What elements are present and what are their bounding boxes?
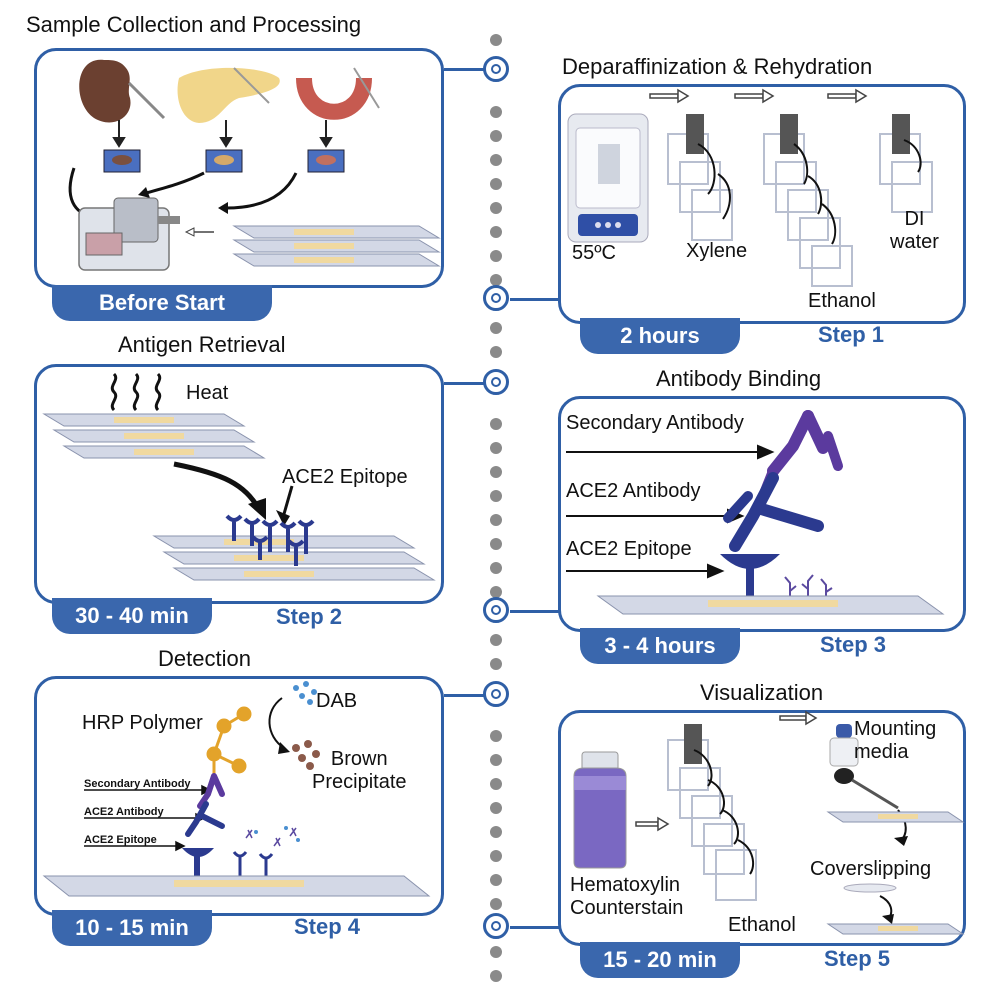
panel-title-step4: Detection: [158, 646, 251, 671]
kidney-icon: [79, 59, 166, 123]
timeline-dot: [490, 850, 502, 862]
dab-icon: [293, 681, 317, 705]
detection-illustration: [42, 681, 431, 897]
timeline-dot: [490, 586, 502, 598]
oven-icon: [567, 113, 649, 243]
timeline-dot: [490, 418, 502, 430]
deparaffinization-illustration: [567, 88, 933, 287]
timeline-dot: [490, 466, 502, 478]
time-badge-step2: 30 - 40 min: [52, 598, 212, 634]
timeline-dot: [490, 274, 502, 286]
secondary-antibody-label-step4: Secondary Antibody: [84, 778, 191, 790]
timeline-dot: [490, 634, 502, 646]
connector-before-start: [444, 68, 496, 71]
pancreas-icon: [177, 67, 280, 123]
antibody-binding-illustration: [566, 410, 945, 615]
timeline-dot: [490, 898, 502, 910]
connector-step1: [510, 298, 560, 301]
dab-label: DAB: [316, 690, 358, 712]
xylene-label: Xylene: [686, 240, 748, 262]
hrp-polymer-label: HRP Polymer: [82, 712, 203, 734]
intestine-icon: [296, 67, 380, 120]
time-badge-step5: 15 - 20 min: [580, 942, 740, 978]
timeline-dot: [490, 154, 502, 166]
timeline-dot: [490, 34, 502, 46]
sample-collection-illustration: [68, 59, 441, 271]
microtome-icon: [78, 197, 180, 271]
brown-precipitate-icon: [292, 740, 320, 770]
panel-title-step3: Antibody Binding: [656, 366, 822, 391]
time-badge-before-start: Before Start: [52, 285, 272, 321]
timeline-dot: [490, 514, 502, 526]
timeline-dot: [490, 778, 502, 790]
connector-step5: [510, 926, 560, 929]
timeline-dot: [490, 130, 502, 142]
panel-title-step2: Antigen Retrieval: [118, 332, 286, 357]
step-label-2: Step 2: [276, 604, 343, 629]
timeline-dot: [490, 562, 502, 574]
timeline-node-2: [483, 285, 509, 311]
timeline-dot: [490, 730, 502, 742]
timeline-dot: [490, 802, 502, 814]
ace2-antibody-label-step4: ACE2 Antibody: [84, 806, 164, 818]
epitope-cluster-icon: [225, 514, 315, 566]
step-label-3: Step 3: [820, 632, 887, 657]
timeline-dot: [490, 346, 502, 358]
timeline-node-5: [483, 681, 509, 707]
timeline-dot: [490, 442, 502, 454]
hematoxylin-counterstain-label: Hematoxylin Counterstain: [570, 874, 684, 919]
timeline-dot: [490, 658, 502, 670]
timeline-dot: [490, 970, 502, 982]
timeline-dot: [490, 946, 502, 958]
timeline-node-3: [483, 369, 509, 395]
dropper-icon: [829, 724, 899, 810]
timeline-node-6: [483, 913, 509, 939]
timeline-node-1: [483, 56, 509, 82]
timeline-dot: [490, 874, 502, 886]
oven-temp-label: 55ºC: [572, 242, 616, 264]
antigen-retrieval-illustration: [42, 372, 436, 581]
timeline-dot: [490, 754, 502, 766]
panel-title-before-start: Sample Collection and Processing: [26, 12, 362, 37]
timeline-dot: [490, 106, 502, 118]
ace2-epitope-label-step3: ACE2 Epitope: [566, 538, 692, 560]
ethanol-label-step5: Ethanol: [728, 914, 796, 936]
ace2-antibody-label-step3: ACE2 Antibody: [566, 480, 701, 502]
timeline-dot: [490, 250, 502, 262]
timeline-dot: [490, 178, 502, 190]
timeline-dot: [490, 490, 502, 502]
ethanol-label: Ethanol: [808, 290, 876, 312]
connector-step2: [444, 382, 496, 385]
time-badge-step4: 10 - 15 min: [52, 910, 212, 946]
time-badge-step1: 2 hours: [580, 318, 740, 354]
panel-title-step5: Visualization: [700, 680, 824, 705]
heat-label: Heat: [186, 382, 229, 404]
ace2-epitope-label-step4: ACE2 Epitope: [84, 834, 157, 846]
time-badge-step3: 3 - 4 hours: [580, 628, 740, 664]
timeline-dot: [490, 538, 502, 550]
secondary-antibody-label-step3: Secondary Antibody: [566, 412, 744, 434]
panel-step5: [558, 710, 966, 946]
timeline-dot: [490, 826, 502, 838]
visualization-illustration: [573, 710, 965, 935]
timeline-dot: [490, 226, 502, 238]
timeline-node-4: [483, 597, 509, 623]
coverslipping-label: Coverslipping: [810, 858, 932, 880]
mounting-media-label: Mounting media: [854, 718, 937, 763]
connector-step4: [444, 694, 496, 697]
connector-step3: [510, 610, 560, 613]
step-label-4: Step 4: [294, 914, 361, 939]
panel-title-step1: Deparaffinization & Rehydration: [562, 54, 873, 79]
timeline-dot: [490, 202, 502, 214]
hrp-polymer-icon: [206, 706, 252, 776]
di-water-label: DI water: [890, 208, 939, 253]
timeline-dot: [490, 322, 502, 334]
step-label-1: Step 1: [818, 322, 885, 347]
step-label-5: Step 5: [824, 946, 891, 971]
brown-precipitate-label: Brown Precipitate: [312, 748, 407, 793]
ace2-epitope-label-step2: ACE2 Epitope: [282, 466, 408, 488]
heat-icon: [110, 372, 162, 412]
bottle-icon: [573, 751, 627, 869]
